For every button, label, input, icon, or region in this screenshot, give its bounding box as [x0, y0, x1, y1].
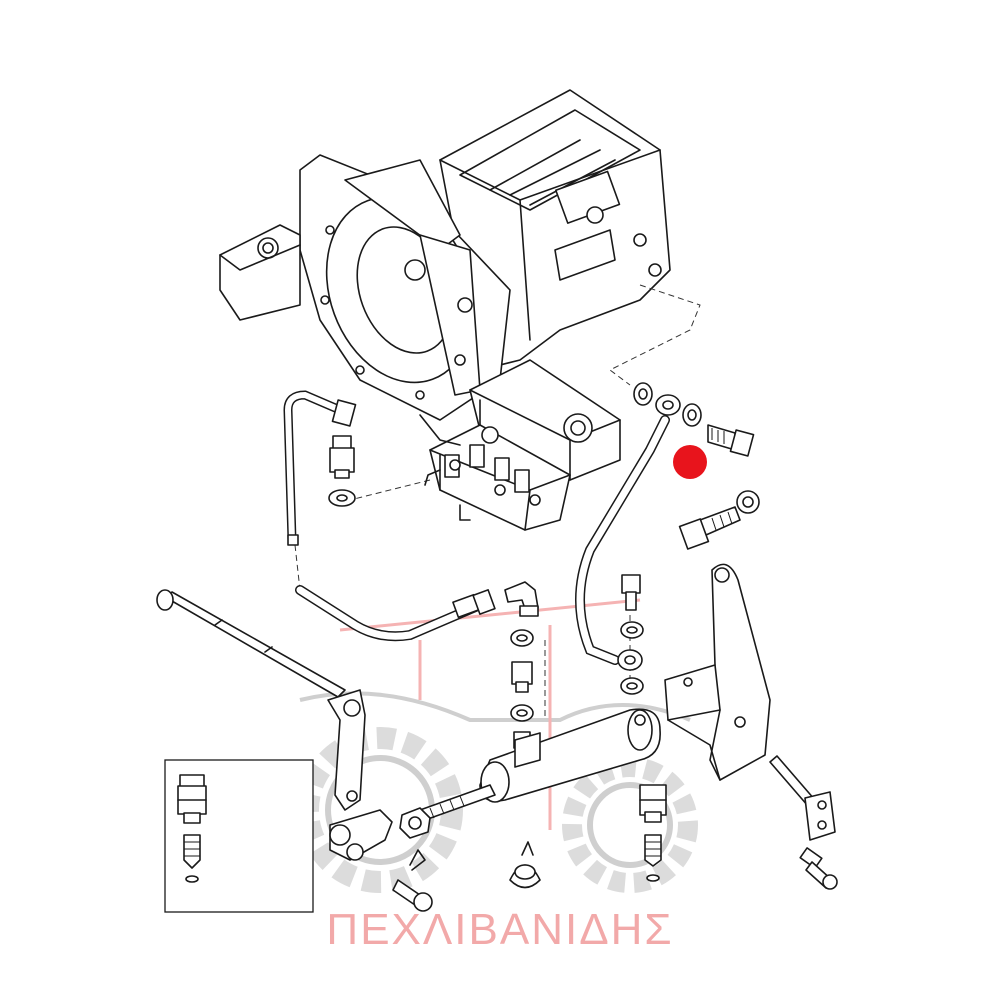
watermark-tractor-cab — [418, 625, 552, 830]
clevis-pin — [392, 879, 433, 912]
gearbox-port — [586, 206, 604, 224]
transmission-housing — [219, 89, 671, 421]
grease-fitting-assembly — [509, 841, 541, 889]
hydraulic-valve-block — [419, 359, 621, 531]
grease-nipple-right — [639, 784, 667, 882]
lock-nut — [399, 807, 431, 839]
hydraulic-pipe-left — [283, 390, 357, 546]
right-fitting-stack — [620, 574, 644, 695]
union-fitting-left — [329, 435, 355, 479]
watermark-brand-text: ΠΕΧΛΙΒΑΝΙΔΗΣ — [326, 905, 674, 954]
detail-inset-box — [164, 759, 314, 913]
flat-washer-right — [736, 490, 760, 514]
hex-bolt-right — [678, 506, 741, 550]
bracket-bolt — [769, 755, 836, 841]
small-screw — [799, 847, 838, 890]
valve-cap — [563, 413, 593, 443]
support-bracket — [664, 563, 771, 781]
mounting-plate — [219, 224, 301, 321]
hydraulic-cylinder — [419, 708, 661, 821]
banjo-washer-upper-1 — [633, 382, 653, 406]
sealing-washer-left — [328, 489, 356, 507]
center-fitting-stack — [510, 629, 534, 749]
clevis-yoke — [329, 809, 393, 861]
rockshaft — [156, 589, 346, 698]
retaining-clip — [409, 849, 426, 871]
inset-grease-nipple — [183, 834, 201, 869]
elbow-fitting — [504, 581, 539, 617]
watermark-tractor-roof — [339, 598, 641, 632]
watermark-gear-right — [562, 757, 698, 893]
hydraulic-hose-right — [575, 394, 681, 671]
banjo-bolt-upper — [707, 424, 755, 457]
banjo-washer-upper-2 — [682, 403, 702, 427]
hydraulic-hose-lower — [295, 585, 496, 642]
inset-union-nut — [177, 774, 207, 824]
highlight-marker-dot — [673, 445, 707, 479]
inset-o-ring — [185, 875, 199, 883]
lift-arm — [327, 689, 366, 811]
